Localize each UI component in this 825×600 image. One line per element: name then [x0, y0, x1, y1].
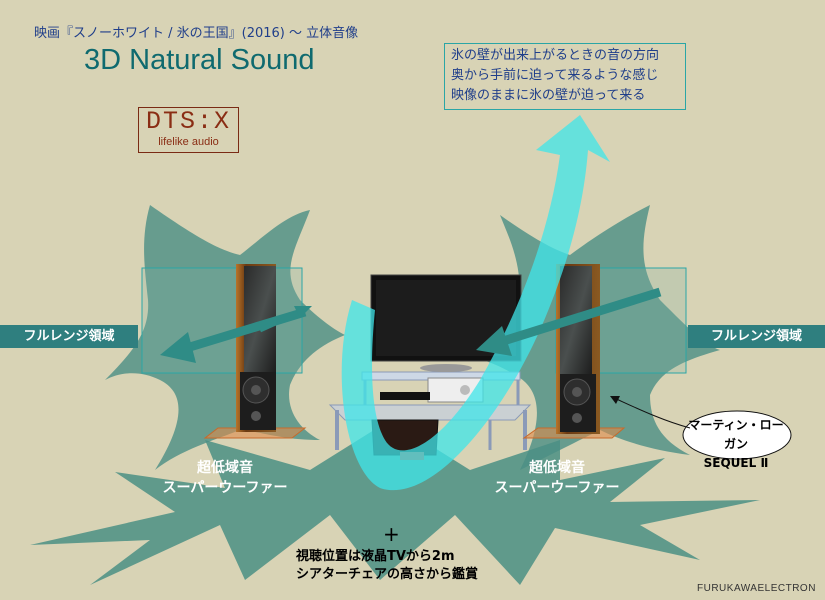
note-line: 映像のままに氷の壁が迫って来る — [451, 88, 646, 103]
right-direction-arrow — [476, 287, 662, 356]
listening-note-line: シアターチェアの高さから鑑賞 — [296, 567, 479, 582]
subwoofer-label-line: スーパーウーファー — [494, 480, 620, 496]
note-line: 奥から手前に迫って来るような感じ — [451, 68, 659, 83]
right-subwoofer-label: 超低域音 スーパーウーファー — [482, 458, 632, 498]
subwoofer-label-line: 超低域音 — [197, 460, 253, 476]
dts-tagline: lifelike audio — [158, 136, 219, 148]
left-inner-arrow — [258, 306, 312, 333]
listening-position-marker: + — [383, 522, 400, 546]
speaker-callout-bubble — [610, 396, 792, 460]
subwoofer-label-line: 超低域音 — [529, 460, 585, 476]
left-speaker — [203, 264, 307, 439]
right-fullrange-label: フルレンジ領域 — [688, 325, 825, 348]
listening-position-note: 視聴位置は液晶TVから2m シアターチェアの高さから鑑賞 — [296, 548, 478, 584]
left-fullrange-label: フルレンジ領域 — [0, 325, 138, 348]
listening-note-line: 視聴位置は液晶TVから2m — [296, 549, 455, 564]
ice-wall-sound-arrow — [341, 115, 610, 491]
credit-text: FURUKAWAELECTRON — [697, 583, 816, 594]
sound-direction-note: 氷の壁が出来上がるときの音の方向 奥から手前に迫って来るような感じ 映像のままに… — [444, 43, 686, 110]
note-line: 氷の壁が出来上がるときの音の方向 — [451, 48, 660, 63]
page-title: 3D Natural Sound — [84, 44, 315, 76]
subwoofer-label-line: スーパーウーファー — [162, 480, 288, 496]
dts-logo-text: DTS:X — [145, 107, 231, 136]
left-subwoofer-label: 超低域音 スーパーウーファー — [150, 458, 300, 498]
dts-x-logo: DTS:X lifelike audio — [138, 107, 239, 153]
speaker-model: SEQUEL Ⅱ — [703, 456, 769, 470]
subwoofer-wave-bottom — [30, 420, 760, 585]
speaker-brand: マーティン・ローガン — [688, 418, 784, 451]
movie-title: 映画『スノーホワイト / 氷の王国』(2016) 〜 立体音像 — [34, 26, 359, 41]
speaker-model-callout: マーティン・ローガン SEQUEL Ⅱ — [686, 412, 786, 470]
